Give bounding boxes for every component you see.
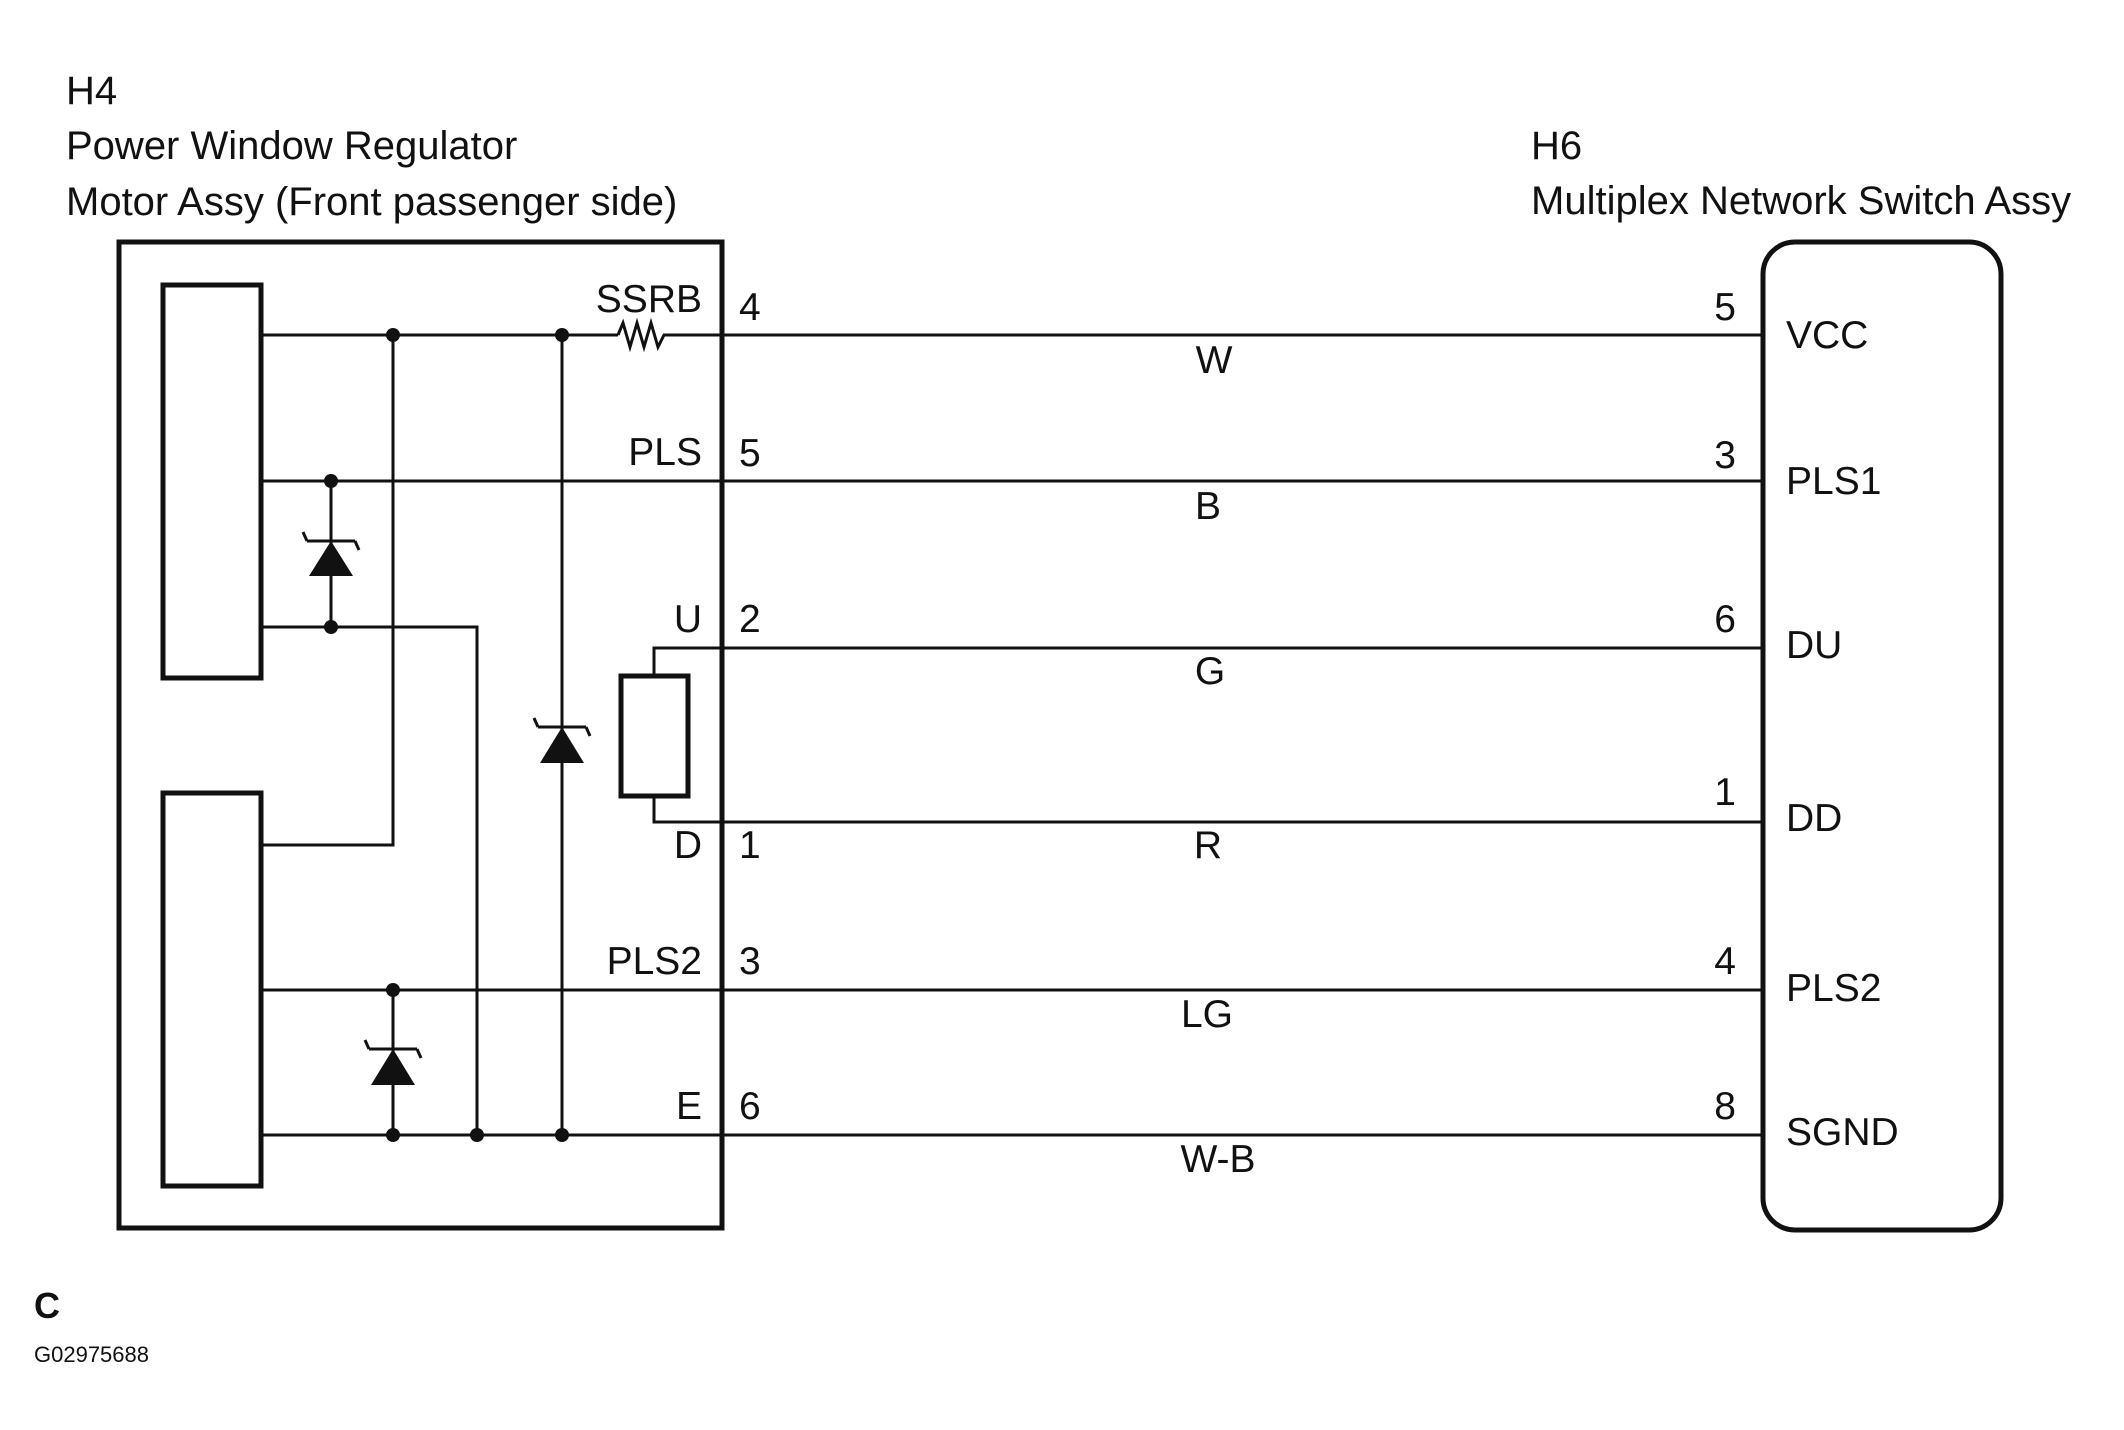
right-terminal-sgnd: SGND [1786, 1111, 1899, 1154]
right-pin-5: 5 [1714, 286, 1736, 329]
wire-color-b: B [1195, 485, 1221, 528]
right-component-name: Multiplex Network Switch Assy [1531, 179, 2071, 223]
figure-id: G02975688 [34, 1342, 149, 1367]
right-terminal-pls1: PLS1 [1786, 460, 1881, 503]
left-terminal-ssrb: SSRB [596, 278, 702, 321]
wire-color-w: W [1196, 339, 1233, 382]
wire-color-r: R [1194, 824, 1222, 867]
left-component-id: H4 [66, 69, 117, 113]
left-terminal-pls: PLS [628, 431, 702, 474]
right-pin-6: 6 [1714, 598, 1736, 641]
right-component-id: H6 [1531, 124, 1582, 168]
wire-color-lg: LG [1181, 993, 1233, 1036]
h6-component-box [1760, 239, 2004, 1233]
harness-wires [722, 333, 1763, 1137]
left-pin-4: 4 [739, 286, 761, 329]
left-terminal-d: D [674, 824, 702, 867]
right-terminal-pls2: PLS2 [1786, 967, 1881, 1010]
junction-dots [324, 328, 569, 1142]
left-pin-6: 6 [739, 1085, 761, 1128]
right-terminal-dd: DD [1786, 797, 1842, 840]
left-component-name-line2: Motor Assy (Front passenger side) [66, 180, 677, 224]
left-pin-1: 1 [739, 824, 761, 867]
right-pin-8: 8 [1714, 1085, 1736, 1128]
sensor-block-upper [160, 282, 264, 681]
left-terminal-e: E [676, 1085, 702, 1128]
left-terminal-u: U [674, 598, 702, 641]
wire-color-g: G [1195, 650, 1225, 693]
right-pin-3: 3 [1714, 434, 1736, 477]
h4-component-box [116, 239, 725, 1231]
left-pin-2: 2 [739, 598, 761, 641]
right-pin-1: 1 [1714, 771, 1736, 814]
wire-color-w-b: W-B [1180, 1138, 1255, 1181]
left-component-name-line1: Power Window Regulator [66, 124, 517, 168]
zener-diode-lower-left [363, 1039, 423, 1085]
right-terminal-vcc: VCC [1786, 314, 1868, 357]
right-terminal-du: DU [1786, 624, 1842, 667]
footer-code: C [34, 1285, 60, 1326]
motor-element [618, 673, 691, 799]
left-pin-3: 3 [739, 940, 761, 983]
zener-diode-center [532, 717, 592, 763]
right-pin-4: 4 [1714, 940, 1736, 983]
sensor-block-lower [160, 790, 264, 1189]
left-pin-5: 5 [739, 432, 761, 475]
left-terminal-pls2: PLS2 [607, 940, 702, 983]
zener-diode-upper-left [301, 531, 361, 576]
